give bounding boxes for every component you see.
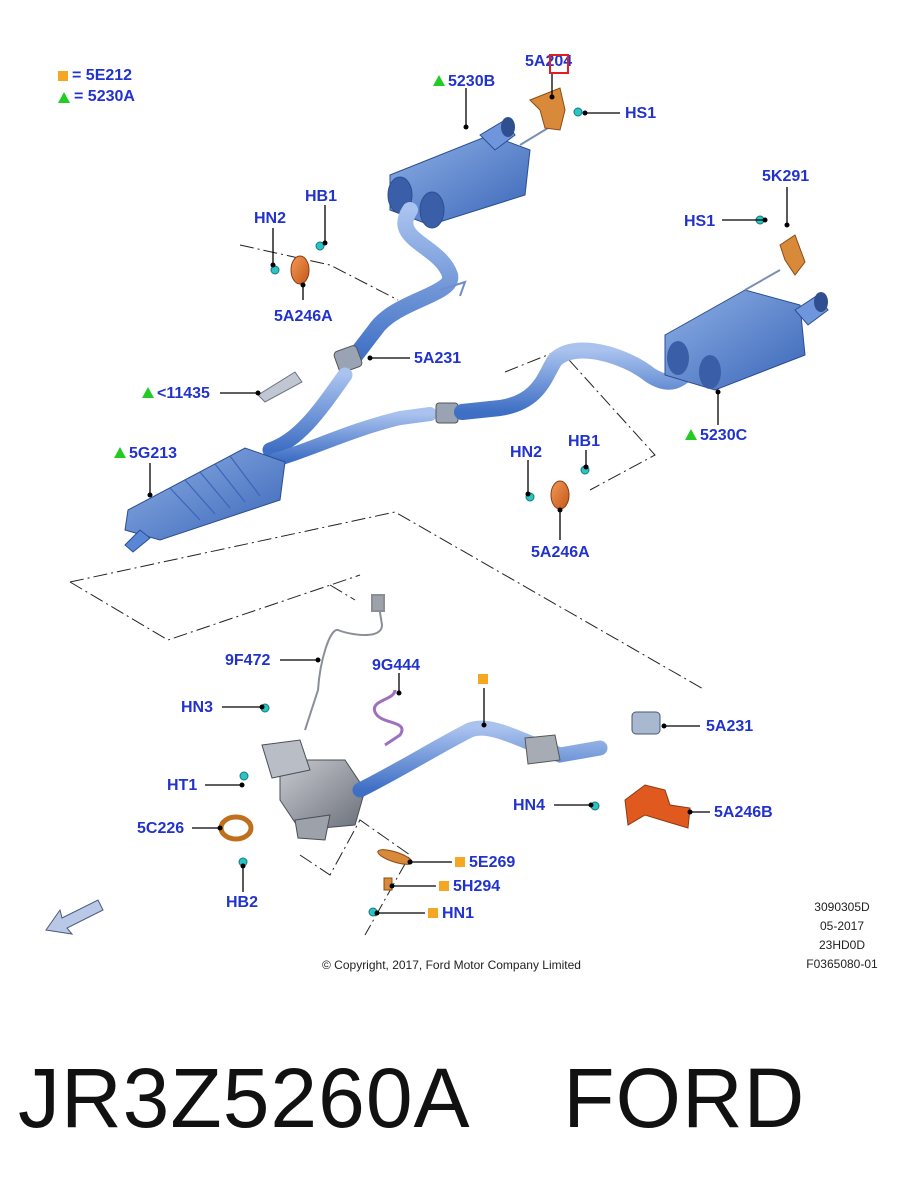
hanger-5a246a-right bbox=[550, 480, 570, 510]
label-5c226: 5C226 bbox=[137, 820, 185, 837]
exhaust-system-diagram: = 5E212 = 5230A 5A204 5230B HS1 HB1 HN2 … bbox=[45, 53, 878, 972]
label-hn1-text: HN1 bbox=[442, 905, 475, 922]
label-5230c-text: 5230C bbox=[700, 427, 748, 444]
square-icon bbox=[478, 674, 488, 684]
heat-shield-11435 bbox=[257, 371, 303, 403]
bracket-5a204 bbox=[529, 87, 566, 131]
label-5a231-bottom: 5A231 bbox=[706, 718, 754, 735]
label-5e269-text: 5E269 bbox=[469, 854, 516, 871]
meta-code: 23HD0D bbox=[818, 938, 866, 952]
label-5a246b: 5A246B bbox=[714, 804, 773, 821]
triangle-icon bbox=[58, 91, 70, 103]
hanger-5a246a-left bbox=[290, 255, 310, 285]
label-hs1-top: HS1 bbox=[625, 105, 657, 122]
label-5a246a-top: 5A246A bbox=[274, 308, 333, 325]
label-5230b: 5230B bbox=[433, 73, 495, 91]
clamp-5a231-top bbox=[333, 345, 363, 373]
label-11435-text: <11435 bbox=[157, 385, 210, 402]
sensor-9g444 bbox=[372, 689, 404, 747]
diagram-artwork bbox=[45, 72, 829, 936]
label-5a246a-right: 5A246A bbox=[531, 544, 590, 561]
triangle-icon bbox=[142, 387, 154, 398]
triangle-icon bbox=[114, 447, 126, 458]
label-5h294: 5H294 bbox=[439, 878, 500, 896]
label-5a231-top: 5A231 bbox=[414, 350, 462, 367]
label-9f472: 9F472 bbox=[225, 652, 271, 669]
square-icon bbox=[58, 71, 68, 81]
square-icon bbox=[455, 857, 465, 867]
label-hn2-right: HN2 bbox=[510, 444, 543, 461]
label-5e269: 5E269 bbox=[455, 854, 515, 872]
label-5k291: 5K291 bbox=[762, 168, 810, 185]
legend-triangle-text: = 5230A bbox=[74, 88, 135, 105]
gasket-5c226 bbox=[218, 814, 254, 842]
hanger-5a246b bbox=[624, 784, 691, 829]
label-hb1-left: HB1 bbox=[305, 188, 338, 205]
pipe-right-branch bbox=[268, 407, 437, 467]
label-9g444: 9G444 bbox=[372, 657, 421, 674]
direction-arrow-icon bbox=[45, 899, 104, 935]
square-icon bbox=[428, 908, 438, 918]
sensor-9f472 bbox=[304, 594, 385, 731]
dash-outlines bbox=[69, 244, 706, 936]
meta-date: 05-2017 bbox=[819, 919, 865, 933]
leader-lines bbox=[149, 72, 788, 914]
label-5230b-text: 5230B bbox=[448, 73, 496, 90]
resonator-5g213 bbox=[124, 447, 286, 553]
highlight-box bbox=[549, 54, 569, 74]
pipe-left-branch bbox=[262, 367, 353, 458]
label-hn3: HN3 bbox=[181, 699, 214, 716]
part-5e269 bbox=[377, 849, 413, 865]
label-5a204: 5A204 bbox=[525, 53, 573, 70]
pipe-to-right-muffler bbox=[454, 342, 698, 420]
label-hb2: HB2 bbox=[226, 894, 259, 911]
legend-triangle-row: = 5230A bbox=[58, 88, 135, 106]
legend-square-row: = 5E212 bbox=[58, 67, 132, 85]
catalytic-converter bbox=[261, 739, 366, 841]
label-hn4: HN4 bbox=[513, 797, 546, 814]
legend-square-text: = 5E212 bbox=[72, 67, 133, 84]
label-ht1: HT1 bbox=[167, 777, 198, 794]
triangle-icon bbox=[433, 75, 445, 86]
square-icon bbox=[439, 881, 449, 891]
label-5g213-text: 5G213 bbox=[129, 445, 178, 462]
clamp-5a231-bottom bbox=[631, 711, 661, 735]
label-11435: <11435 bbox=[142, 385, 210, 403]
meta-id: 3090305D bbox=[814, 900, 870, 914]
part-number-caption: JR3Z5260A FORD bbox=[18, 1051, 806, 1145]
rear-muffler-5230c bbox=[664, 269, 829, 391]
meta-figure-number: F0365080-01 bbox=[806, 957, 878, 971]
label-5e212-marker bbox=[478, 671, 492, 689]
label-hn2-left: HN2 bbox=[254, 210, 287, 227]
copyright-text: © Copyright, 2017, Ford Motor Company Li… bbox=[322, 958, 581, 972]
bracket-5k291 bbox=[779, 234, 806, 276]
rear-muffler-5230b bbox=[387, 117, 549, 229]
flex-joint bbox=[524, 734, 561, 765]
label-hn1: HN1 bbox=[428, 905, 474, 923]
label-hb1-right: HB1 bbox=[568, 433, 601, 450]
pipe-upper bbox=[344, 202, 459, 368]
label-5230c: 5230C bbox=[685, 427, 747, 445]
leader-dots bbox=[147, 94, 790, 916]
label-5g213: 5G213 bbox=[114, 445, 177, 463]
triangle-icon bbox=[685, 429, 697, 440]
label-hs1-right: HS1 bbox=[684, 213, 716, 230]
label-5h294-text: 5H294 bbox=[453, 878, 501, 895]
